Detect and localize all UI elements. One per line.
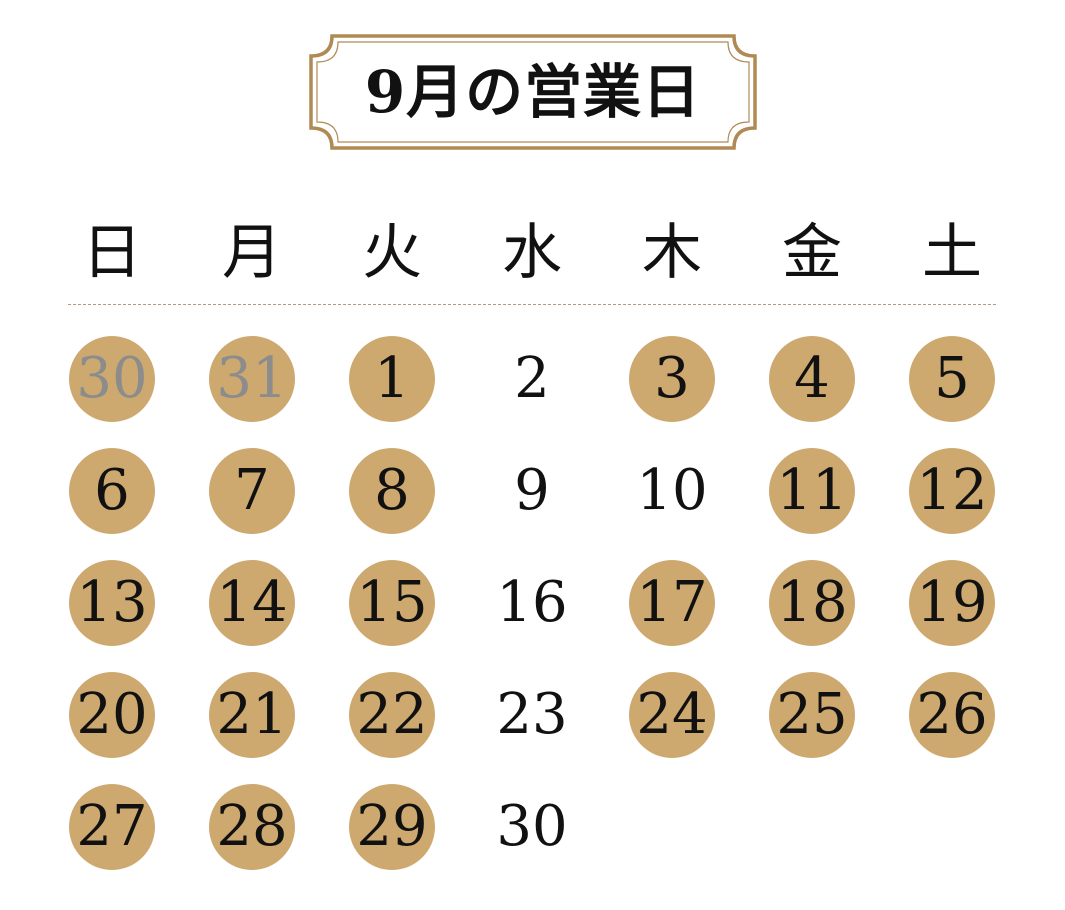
calendar-cell: 31: [182, 322, 322, 434]
business-day: 29: [349, 784, 435, 870]
calendar-cell: 21: [182, 658, 322, 770]
business-day: 5: [909, 336, 995, 422]
business-day: 3: [629, 336, 715, 422]
calendar-cell: 11: [742, 434, 882, 546]
calendar-cell: 15: [322, 546, 462, 658]
weekday-mon: 月: [222, 218, 282, 288]
business-day: 7: [209, 448, 295, 534]
calendar-cell: 5: [882, 322, 1022, 434]
weekday-fri: 金: [782, 218, 842, 288]
calendar-cell: 2: [462, 322, 602, 434]
calendar-cell: 28: [182, 770, 322, 882]
weekday-thu: 木: [642, 218, 702, 288]
business-day: 25: [769, 672, 855, 758]
calendar-cell: 24: [602, 658, 742, 770]
calendar-cell: 18: [742, 546, 882, 658]
calendar-cell: 30: [42, 322, 182, 434]
closed-day: 9: [514, 458, 550, 523]
closed-day: 2: [514, 346, 550, 411]
business-day: 28: [209, 784, 295, 870]
weekday-wed: 水: [502, 218, 562, 288]
calendar-cell: 26: [882, 658, 1022, 770]
business-day: 8: [349, 448, 435, 534]
closed-day: 10: [636, 458, 708, 523]
business-day: 20: [69, 672, 155, 758]
business-day: 17: [629, 560, 715, 646]
weekday-header: 日 月 火 水 木 金 土: [42, 215, 1022, 291]
calendar-cell: 3: [602, 322, 742, 434]
weekday-tue: 火: [362, 218, 422, 288]
business-day: 31: [209, 336, 295, 422]
closed-day: 23: [496, 682, 568, 747]
business-day: 27: [69, 784, 155, 870]
calendar-cell: 17: [602, 546, 742, 658]
business-day: 15: [349, 560, 435, 646]
calendar-cell: 1: [322, 322, 462, 434]
title-frame: 9月の営業日: [308, 33, 758, 151]
calendar-cell: 25: [742, 658, 882, 770]
calendar-cell: 19: [882, 546, 1022, 658]
business-day: 12: [909, 448, 995, 534]
business-day: 14: [209, 560, 295, 646]
business-day: 21: [209, 672, 295, 758]
calendar-cell: 13: [42, 546, 182, 658]
business-day: 13: [69, 560, 155, 646]
business-day: 6: [69, 448, 155, 534]
calendar-cell: 10: [602, 434, 742, 546]
header-divider: [68, 304, 996, 305]
business-day: 30: [69, 336, 155, 422]
calendar-cell: 7: [182, 434, 322, 546]
closed-day: 30: [496, 794, 568, 859]
weekday-sat: 土: [922, 218, 982, 288]
ornate-frame-border: [309, 34, 757, 150]
calendar-cell: 14: [182, 546, 322, 658]
calendar-cell: 20: [42, 658, 182, 770]
closed-day: 16: [496, 570, 568, 635]
weekday-sun: 日: [82, 218, 142, 288]
calendar-cell: 27: [42, 770, 182, 882]
calendar-cell: 30: [462, 770, 602, 882]
calendar-cell: 16: [462, 546, 602, 658]
calendar-cell: 8: [322, 434, 462, 546]
business-day: 26: [909, 672, 995, 758]
business-day: 19: [909, 560, 995, 646]
business-day: 24: [629, 672, 715, 758]
calendar-cell: 29: [322, 770, 462, 882]
calendar-cell: 4: [742, 322, 882, 434]
business-day: 4: [769, 336, 855, 422]
calendar-cell: 22: [322, 658, 462, 770]
business-day: 1: [349, 336, 435, 422]
business-day: 11: [769, 448, 855, 534]
calendar-cell: 12: [882, 434, 1022, 546]
calendar-cell: 9: [462, 434, 602, 546]
calendar-cell: 23: [462, 658, 602, 770]
page-title: 9月の営業日: [364, 58, 702, 126]
business-day: 18: [769, 560, 855, 646]
calendar-cell: 6: [42, 434, 182, 546]
business-day: 22: [349, 672, 435, 758]
